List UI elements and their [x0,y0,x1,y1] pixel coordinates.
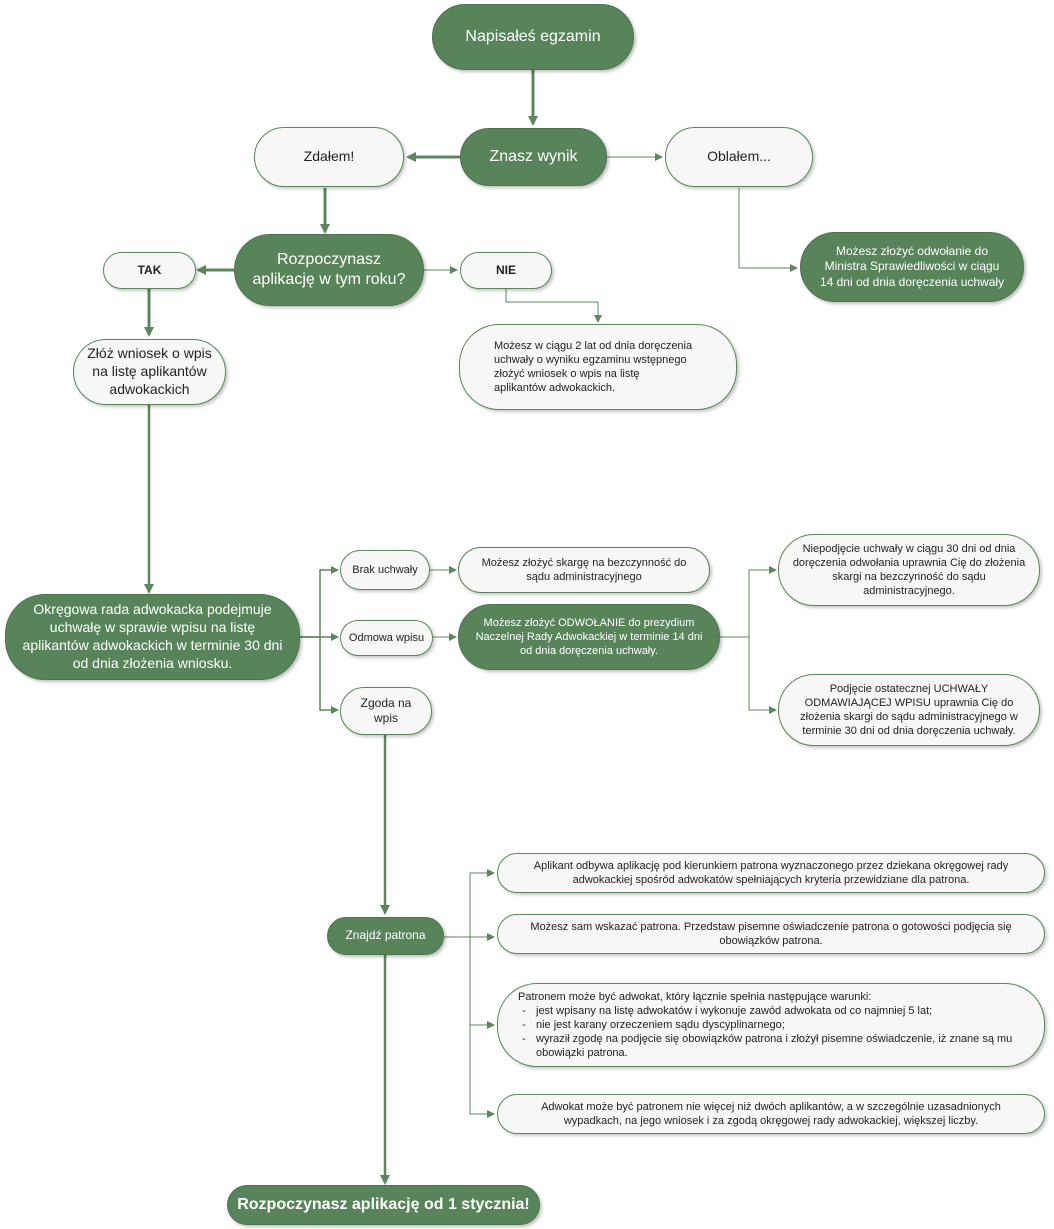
patron-requirement-item: nie jest karany orzeczeniem sądu dyscypl… [518,1018,1032,1032]
refusal-appeal-node: Możesz złożyć ODWOŁANIE do prezydium Nac… [458,604,720,670]
failed-appeal-node: Możesz złożyć odwołanie do Ministra Spra… [800,232,1024,302]
patron-requirements-intro: Patronem może być adwokat, który łącznie… [518,990,872,1003]
arrow-no-to-info [505,289,602,323]
patron-requirement-item: jest wpisany na listę adwokatów i wykonu… [518,1004,1032,1018]
arrow-patron-to-info-1 [444,869,495,938]
arrow-council-to-no-resolution [300,566,339,638]
arrow-failed-to-appeal [738,188,798,272]
final-refusal-node: Podjęcie ostatecznej UCHWAŁY ODMAWIAJĄCE… [778,674,1040,746]
arrow-appeal-to-final-refusal [748,637,777,714]
no-resolution-info-node: Możesz złożyć skargę na bezczynność do s… [458,547,710,593]
end-node: Rozpoczynasz aplikację od 1 stycznia! [227,1185,540,1225]
failed-node: Oblałem... [665,127,813,187]
arrow-appeal-to-no-decision [720,566,777,638]
start-node: Napisałeś egzamin [432,4,634,70]
refusal-node: Odmowa wpisu [340,620,433,656]
passed-node: Zdałem! [254,127,404,187]
yes-node: TAK [103,252,196,289]
find-patron-node: Znajdź patrona [327,917,444,955]
patron-requirements-node: Patronem może być adwokat, który łącznie… [497,983,1045,1067]
start-training-question-node: Rozpoczynasz aplikację w tym roku? [234,234,424,306]
submit-application-node: Złóż wniosek o wpis na listę aplikantów … [73,339,226,405]
result-node: Znasz wynik [460,128,607,186]
no-node: NIE [460,252,552,289]
patron-requirement-item: wyraził zgodę na podjęcie się obowiązków… [518,1032,1032,1060]
patron-info-1-node: Aplikant odbywa aplikację pod kierunkiem… [497,853,1045,893]
no-resolution-node: Brak uchwały [340,550,430,590]
patron-info-2-node: Możesz sam wskazać patrona. Przedstaw pi… [497,914,1045,954]
arrow-council-to-consent [319,637,339,714]
patron-requirements-list: jest wpisany na listę adwokatów i wykonu… [518,1004,1032,1060]
arrow-patron-to-requirements [469,937,495,1029]
no-appeal-decision-node: Niepodjęcie uchwały w ciągu 30 dni od dn… [778,534,1040,606]
consent-node: Zgoda na wpis [340,687,432,735]
no-info-node: Możesz w ciągu 2 lat od dnia doręczenia … [459,324,737,410]
patron-info-4-node: Adwokat może być patronem nie więcej niż… [497,1094,1045,1134]
arrow-patron-to-info-4 [469,1025,495,1118]
council-decision-node: Okręgowa rada adwokacka podejmuje uchwał… [5,594,300,680]
